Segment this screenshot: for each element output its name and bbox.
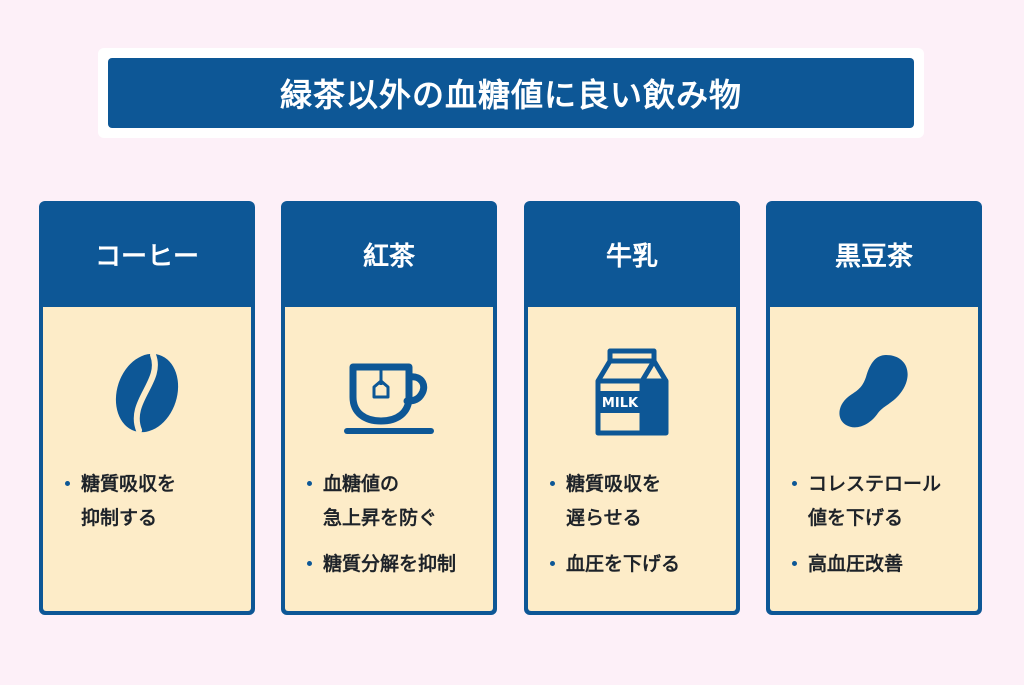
milk-carton-label: MILK [602,396,639,411]
list-item-line: 血糖値の [323,473,400,495]
card-header: 牛乳 [605,241,658,272]
list-item: 血糖値の 急上昇を防ぐ [285,467,493,535]
list-item-line: 遅らせる [566,507,642,529]
list-item-line: 糖質分解を抑制 [323,553,457,575]
bullet-dot [307,561,312,566]
list-item: 高血圧改善 [770,547,978,581]
card-milk: 牛乳 MILK 糖質吸収を 遅らせる 血圧を下げる [524,201,740,615]
card-body: 血糖値の 急上昇を防ぐ 糖質分解を抑制 [285,307,493,611]
bullet-dot [307,481,312,486]
card-body: MILK 糖質吸収を 遅らせる 血圧を下げる [528,307,736,611]
list-item-line: 抑制する [81,507,158,529]
bullet-dot [550,561,555,566]
list-item-line: 値を下げる [808,507,904,529]
list-item-line: コレステロール [808,473,942,495]
list-item-line: 急上昇を防ぐ [323,507,438,529]
title-frame: 緑茶以外の血糖値に良い飲み物 [98,48,924,138]
list-item: 糖質吸収を 遅らせる [528,467,736,535]
bullet-list: 糖質吸収を 抑制する [43,467,251,547]
bullet-dot [792,561,797,566]
coffee-bean-icon [101,347,193,439]
list-item: 糖質吸収を 抑制する [43,467,251,535]
title-banner: 緑茶以外の血糖値に良い飲み物 [108,58,914,128]
list-item-line: 糖質吸収を [566,473,662,495]
list-item: コレステロール 値を下げる [770,467,978,535]
list-item-line: 糖質吸収を [81,473,177,495]
black-bean-icon [828,347,920,439]
card-header: 黒豆茶 [834,241,913,272]
card-body: 糖質吸収を 抑制する [43,307,251,611]
bullet-list: コレステロール 値を下げる 高血圧改善 [770,467,978,593]
bullet-list: 糖質吸収を 遅らせる 血圧を下げる [528,467,736,593]
card-black-bean-tea: 黒豆茶 コレステロール 値を下げる 高血圧改善 [766,201,982,615]
tea-cup-icon [343,347,435,439]
bullet-dot [550,481,555,486]
bullet-list: 血糖値の 急上昇を防ぐ 糖質分解を抑制 [285,467,493,593]
card-header: コーヒー [94,241,199,272]
bullet-dot [65,481,70,486]
card-black-tea: 紅茶 血糖値の 急上昇を防ぐ 糖質分解を抑制 [281,201,497,615]
list-item-line: 高血圧改善 [808,553,904,575]
list-item-line: 血圧を下げる [566,553,681,575]
card-body: コレステロール 値を下げる 高血圧改善 [770,307,978,611]
list-item: 血圧を下げる [528,547,736,581]
bullet-dot [792,481,797,486]
card-header: 紅茶 [362,241,415,272]
milk-carton-icon: MILK [586,347,678,439]
card-coffee: コーヒー 糖質吸収を 抑制する [39,201,255,615]
list-item: 糖質分解を抑制 [285,547,493,581]
page-title: 緑茶以外の血糖値に良い飲み物 [279,76,742,114]
